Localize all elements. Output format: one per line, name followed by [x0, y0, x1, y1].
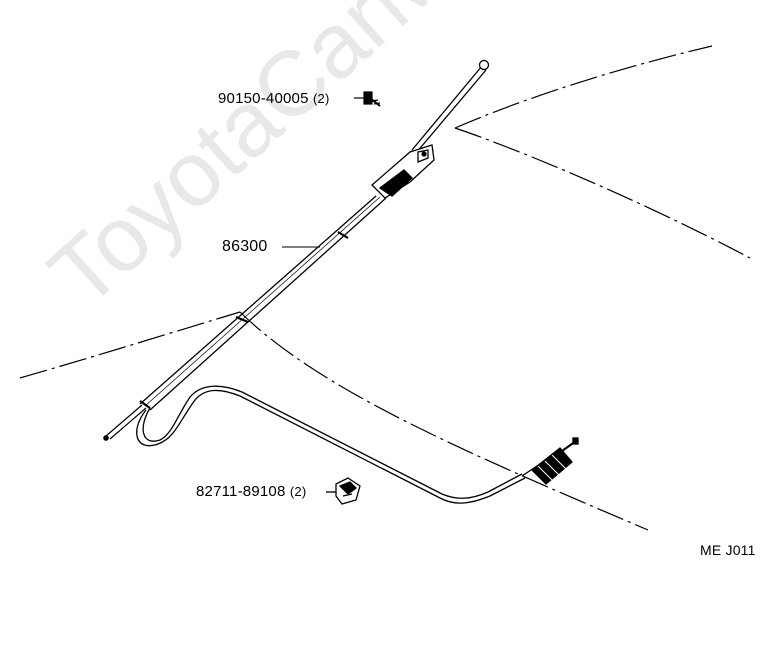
body-outline	[19, 45, 751, 531]
clamp-quantity: (2)	[289, 484, 307, 499]
lead-in-cable	[136, 385, 526, 504]
bolt-part-number: 90150-40005	[218, 90, 309, 107]
figure-code: ME J011	[700, 542, 756, 558]
antenna-part-number: 86300	[222, 238, 268, 255]
windshield-upper-edge	[454, 127, 751, 259]
clamp-part-label: 82711-89108 (2)	[196, 483, 306, 500]
bolt-part-label: 90150-40005 (2)	[218, 90, 330, 107]
antenna-bracket	[371, 144, 435, 199]
clamp-part-number: 82711-89108	[196, 483, 286, 500]
roof-line	[454, 45, 713, 129]
bolt-quantity: (2)	[313, 91, 330, 106]
pillar-line	[19, 311, 241, 379]
clamp-icon	[326, 477, 361, 505]
antenna-cable-sheath	[139, 195, 387, 411]
antenna-connector	[521, 437, 579, 485]
antenna-mast	[411, 59, 490, 154]
windshield-lower-edge	[239, 311, 649, 531]
cable-lower-end	[103, 404, 147, 441]
bolt-icon	[354, 91, 381, 107]
